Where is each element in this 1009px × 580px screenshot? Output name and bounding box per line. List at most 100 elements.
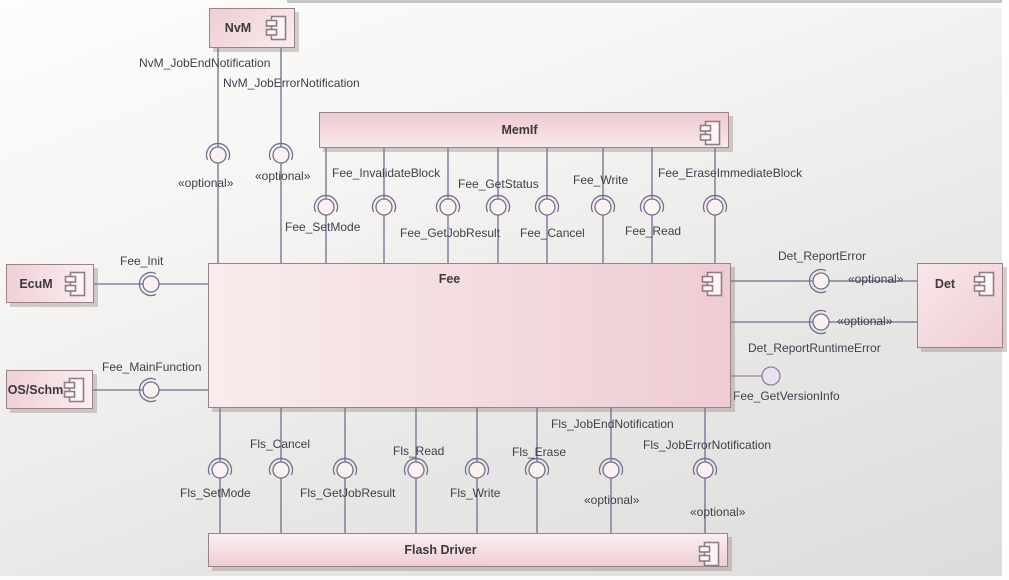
component-icon	[64, 271, 86, 296]
interface-label: Fls_GetJobResult	[300, 486, 396, 500]
ball-interface-icon	[211, 461, 229, 479]
connector-fee-getversioninfo[interactable]	[731, 366, 781, 386]
connector-fls-erase[interactable]	[524, 408, 550, 533]
interface-label: Fls_Write	[450, 486, 501, 500]
ball-interface-icon	[439, 198, 457, 216]
connector-fls-getjobresult[interactable]	[332, 408, 358, 533]
stereotype-label: «optional»	[690, 505, 746, 519]
interface-label: Fee_GetVersionInfo	[733, 389, 840, 403]
connector-det-reporterror[interactable]	[731, 268, 917, 294]
component-nvm[interactable]: NvM	[209, 8, 295, 48]
socket-arc-icon	[464, 457, 490, 476]
socket-arc-icon	[524, 457, 550, 476]
ball-interface-icon	[142, 381, 160, 399]
component-icon	[701, 271, 723, 297]
ball-interface-icon	[468, 461, 486, 479]
connector-fee-getstatus[interactable]	[485, 148, 511, 263]
interface-label: Fls_SetMode	[180, 486, 251, 500]
socket-arc-icon	[138, 271, 157, 297]
component-icon	[699, 120, 721, 146]
component-det[interactable]: Det	[917, 263, 1003, 348]
connector-fee-read[interactable]	[639, 148, 665, 263]
connector-nvm-joberrornotification[interactable]	[268, 48, 294, 263]
component-os-schm[interactable]: OS/Schm	[6, 370, 93, 409]
connector-fls-setmode[interactable]	[207, 408, 233, 533]
socket-arc-icon	[808, 268, 827, 294]
component-memif[interactable]: MemIf	[319, 112, 729, 148]
interface-label: Fee_GetJobResult	[400, 226, 501, 240]
ball-interface-icon	[696, 461, 714, 479]
connector-fls-jobendnotification[interactable]	[598, 408, 624, 533]
connector-fee-mainfunction[interactable]	[93, 377, 208, 403]
component-fee[interactable]: Fee	[208, 263, 731, 408]
interface-label: Fls_Read	[393, 444, 445, 458]
connector-fee-cancel[interactable]	[534, 148, 560, 263]
connector-fee-getjobresult[interactable]	[435, 148, 461, 263]
socket-arc-icon	[403, 457, 429, 476]
interface-label: Fls_JobEndNotification	[551, 417, 674, 431]
connector-fls-write[interactable]	[464, 408, 490, 533]
stereotype-label: «optional»	[178, 176, 234, 190]
socket-arc-icon	[702, 194, 728, 213]
socket-arc-icon	[332, 457, 358, 476]
stereotype-label: «optional»	[584, 493, 640, 507]
ball-interface-icon	[812, 313, 830, 331]
connector-fee-eraseimmediateblock[interactable]	[702, 148, 728, 263]
connector-fee-write[interactable]	[590, 148, 616, 263]
ball-interface-icon	[489, 198, 507, 216]
ball-interface-icon	[538, 198, 556, 216]
interface-label: Fls_Cancel	[250, 437, 311, 451]
component-title: Flash Driver	[404, 543, 477, 557]
socket-arc-icon	[313, 194, 339, 213]
connector-fls-joberrornotification[interactable]	[692, 408, 718, 533]
connector-fee-init[interactable]	[94, 271, 208, 297]
component-flash-driver[interactable]: Flash Driver	[208, 533, 728, 567]
component-title: NvM	[224, 21, 252, 35]
window-edge-right	[1002, 0, 1009, 580]
stereotype-label: «optional»	[255, 169, 311, 183]
interface-label: Fee_MainFunction	[102, 360, 202, 374]
connector-fee-setmode[interactable]	[313, 148, 339, 263]
ball-interface-icon	[594, 198, 612, 216]
component-title: EcuM	[19, 276, 53, 291]
socket-arc-icon	[534, 194, 560, 213]
window-edge-top-highlight	[287, 3, 1002, 8]
connector-fee-invalidateblock[interactable]	[371, 148, 397, 263]
connector-fls-read[interactable]	[403, 408, 429, 533]
interface-label: NvM_JobEndNotification	[139, 56, 271, 70]
component-title: OS/Schm	[7, 382, 64, 397]
socket-arc-icon	[485, 194, 511, 213]
ball-interface-icon	[272, 461, 290, 479]
connector-fls-cancel[interactable]	[268, 408, 294, 533]
interface-label: Fee_EraseImmediateBlock	[658, 166, 803, 180]
component-ecum[interactable]: EcuM	[6, 264, 94, 303]
socket-arc-icon	[205, 142, 231, 161]
component-icon	[63, 377, 85, 402]
ball-interface-icon	[528, 461, 546, 479]
socket-arc-icon	[639, 194, 665, 213]
socket-arc-icon	[138, 377, 157, 403]
component-icon	[265, 15, 287, 41]
window-edge-top	[287, 0, 1002, 3]
socket-arc-icon	[808, 309, 827, 335]
connector-nvm-jobendnotification[interactable]	[205, 48, 231, 263]
socket-arc-icon	[692, 457, 718, 476]
component-title: MemIf	[501, 123, 538, 137]
interface-label: Det_ReportError	[778, 249, 867, 263]
interface-label: NvM_JobErrorNotification	[223, 76, 360, 90]
socket-arc-icon	[590, 194, 616, 213]
socket-arc-icon	[435, 194, 461, 213]
ball-interface-icon	[209, 146, 227, 164]
ball-interface-icon	[812, 272, 830, 290]
connector-det-reportruntimeerror[interactable]	[731, 309, 917, 335]
ball-interface-icon	[706, 198, 724, 216]
socket-arc-icon	[268, 457, 294, 476]
stereotype-label: «optional»	[848, 272, 904, 286]
component-title: Fee	[438, 272, 461, 286]
ball-interface-icon	[407, 461, 425, 479]
interface-label: Fee_Init	[120, 254, 164, 268]
component-icon	[973, 271, 995, 297]
ball-interface-icon	[761, 366, 781, 386]
